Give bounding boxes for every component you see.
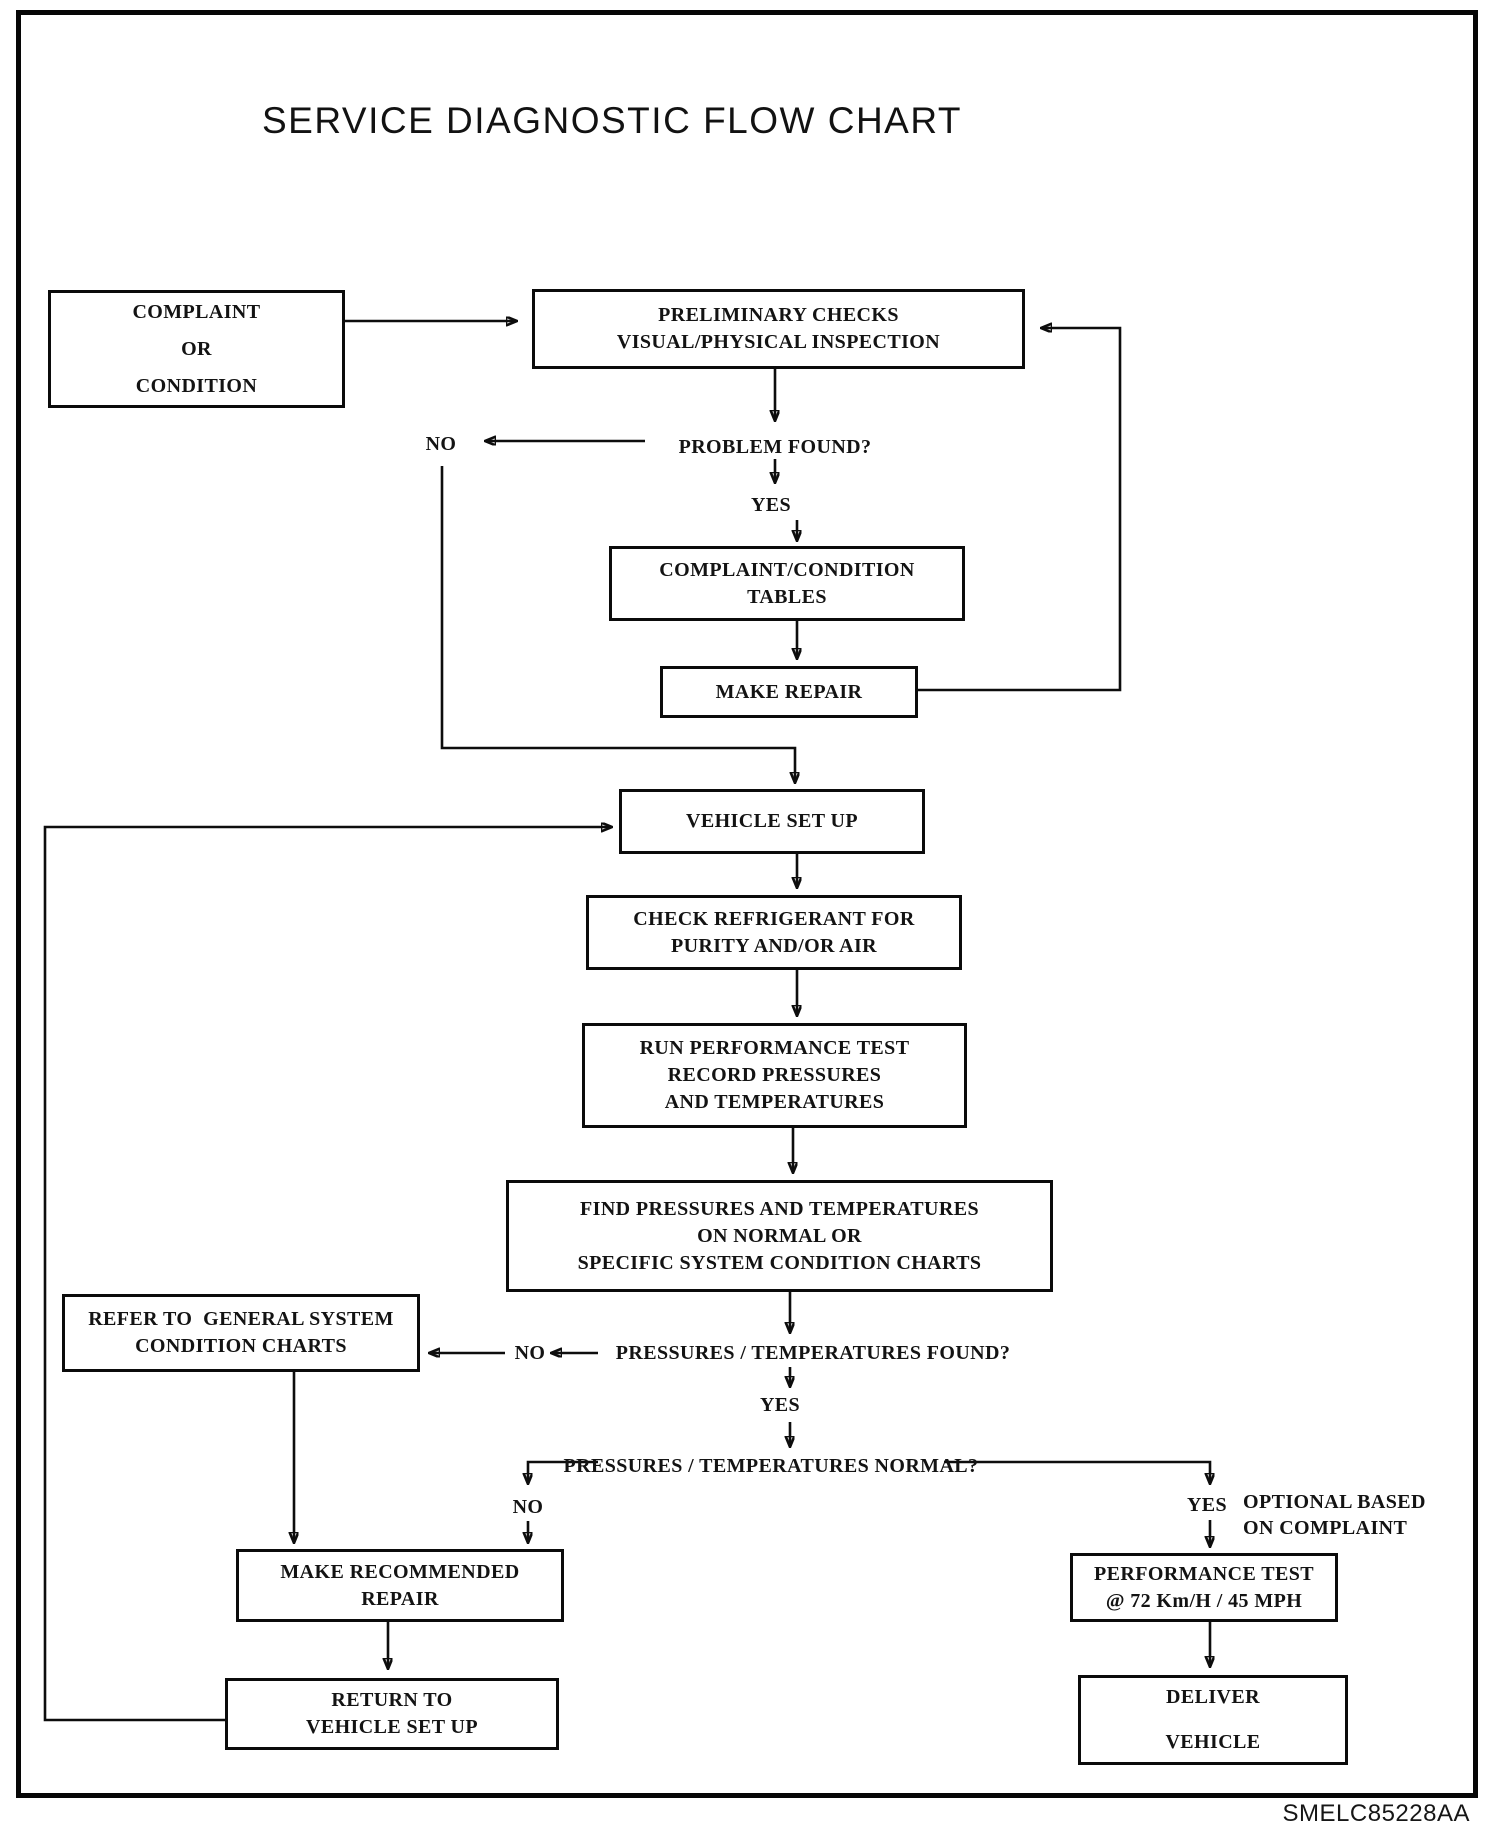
flow-label-pressures-found: PRESSURES / TEMPERATURES FOUND?	[615, 1342, 1011, 1364]
connector-normal-yes-branch-elbow	[944, 1460, 1210, 1483]
flow-node-line: PERFORMANCE TEST	[1094, 1562, 1314, 1585]
flow-node-line: CONDITION CHARTS	[135, 1335, 347, 1357]
flow-node-check-refrigerant: CHECK REFRIGERANT FOR PURITY AND/OR AIR	[586, 895, 962, 970]
flow-node-line: COMPLAINT/CONDITION	[659, 558, 915, 581]
flow-node-performance-test: PERFORMANCE TEST @ 72 Km/H / 45 MPH	[1070, 1553, 1338, 1622]
flow-node-line: TABLES	[747, 585, 827, 608]
connector-normal-no-branch-elbow	[528, 1460, 598, 1483]
flow-node-line: COMPLAINT	[132, 300, 261, 323]
flow-node-line: CHECK REFRIGERANT FOR	[633, 907, 915, 930]
flow-node-line: MAKE RECOMMENDED	[280, 1560, 520, 1583]
flow-node-line: ON NORMAL OR	[697, 1224, 862, 1247]
flow-node-line: VEHICLE SET UP	[686, 810, 858, 832]
flow-node-line: OR	[181, 337, 212, 360]
flow-node-line: AND TEMPERATURES	[664, 1091, 885, 1113]
connector-no1-to-vehicle-set-up	[440, 466, 795, 782]
flow-node-line: RECORD PRESSURES	[667, 1064, 882, 1086]
flow-label-no-3: NO	[512, 1496, 544, 1518]
flow-node-line: MAKE REPAIR	[715, 680, 863, 703]
flow-node-line: PURITY AND/OR AIR	[670, 934, 878, 957]
flow-node-preliminary-checks: PRELIMINARY CHECKS VISUAL/PHYSICAL INSPEC…	[532, 289, 1025, 369]
flow-node-line: REPAIR	[361, 1587, 439, 1610]
flow-node-line: VEHICLE SET UP	[306, 1716, 478, 1738]
flow-node-refer-general-system: REFER TO GENERAL SYSTEM CONDITION CHARTS	[62, 1294, 420, 1372]
flow-node-line: VEHICLE	[1165, 1731, 1261, 1753]
flow-node-make-repair: MAKE REPAIR	[660, 666, 918, 718]
flow-label-no-2: NO	[514, 1342, 546, 1364]
flow-label-no-1: NO	[425, 433, 457, 455]
flow-label-problem-found: PROBLEM FOUND?	[678, 436, 872, 458]
flow-node-complaint: COMPLAINT OR CONDITION	[48, 290, 345, 408]
chart-title: SERVICE DIAGNOSTIC FLOW CHART	[262, 100, 962, 141]
flow-node-return-to-vehicle-set-up: RETURN TO VEHICLE SET UP	[225, 1678, 559, 1750]
figure-code: SMELC85228AA	[1282, 1800, 1470, 1827]
flow-node-make-recommended-repair: MAKE RECOMMENDED REPAIR	[236, 1549, 564, 1622]
flow-node-line: SPECIFIC SYSTEM CONDITION CHARTS	[577, 1251, 982, 1274]
flow-node-deliver-vehicle: DELIVER VEHICLE	[1078, 1675, 1348, 1765]
connector-make-repair-feedback-to-preliminary	[918, 328, 1122, 692]
connector-return-loop-to-vehicle-set-up	[43, 827, 611, 1722]
flow-label-yes-1: YES	[750, 494, 792, 516]
flow-node-line: REFER TO GENERAL SYSTEM	[88, 1308, 394, 1330]
flow-node-run-performance-test: RUN PERFORMANCE TEST RECORD PRESSURES AND …	[582, 1023, 967, 1128]
flow-node-complaint-condition-tables: COMPLAINT/CONDITION TABLES	[609, 546, 965, 621]
flow-node-line: PRELIMINARY CHECKS	[658, 304, 899, 326]
flow-label-yes-2: YES	[759, 1394, 801, 1416]
flow-label-yes-3: YES	[1186, 1494, 1228, 1516]
flow-node-vehicle-set-up: VEHICLE SET UP	[619, 789, 925, 854]
flow-node-line: FIND PRESSURES AND TEMPERATURES	[580, 1197, 979, 1220]
flow-node-line: DELIVER	[1166, 1686, 1260, 1708]
flow-node-line: RETURN TO	[331, 1689, 453, 1711]
flow-node-line: CONDITION	[135, 374, 258, 397]
flow-node-find-pressures: FIND PRESSURES AND TEMPERATURES ON NORMAL…	[506, 1180, 1053, 1292]
flow-node-line: @ 72 Km/H / 45 MPH	[1105, 1589, 1303, 1612]
flow-label-pressures-normal: PRESSURES / TEMPERATURES NORMAL?	[563, 1455, 979, 1477]
flow-node-line: VISUAL/PHYSICAL INSPECTION	[616, 331, 941, 353]
flow-label-optional-note: OPTIONAL BASED ON COMPLAINT	[1243, 1491, 1426, 1539]
flow-node-line: RUN PERFORMANCE TEST	[639, 1037, 910, 1059]
